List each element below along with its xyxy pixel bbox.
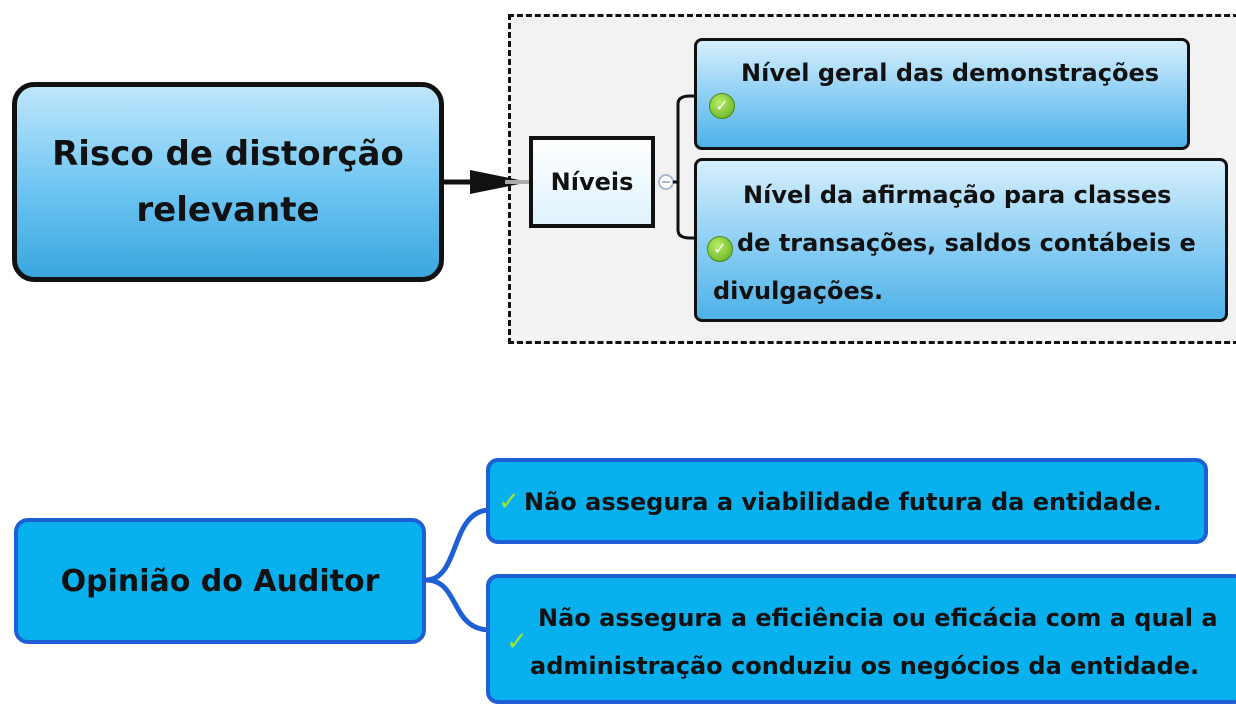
- main-node-opiniao[interactable]: Opinião do Auditor: [14, 518, 426, 644]
- checkmark-icon: ✓: [506, 627, 528, 657]
- level-node-afirmacao[interactable]: ✓ Nível da afirmação para classes de tra…: [694, 158, 1228, 322]
- connector-lower: [425, 577, 491, 633]
- level-afirmacao-line3: divulgações.: [713, 277, 884, 305]
- check-circle-icon: ✓: [707, 228, 733, 268]
- opiniao-item-viabilidade-text: Não assegura a viabilidade futura da ent…: [524, 488, 1162, 516]
- main-node-risco[interactable]: Risco de distorção relevante: [12, 82, 444, 282]
- opiniao-item-viabilidade[interactable]: ✓Não assegura a viabilidade futura da en…: [486, 458, 1208, 544]
- main-node-line2: relevante: [136, 190, 320, 230]
- opiniao-item-eficiencia[interactable]: ✓ Não assegura a eficiência ou eficácia …: [486, 574, 1236, 704]
- check-circle-icon: ✓: [709, 85, 735, 125]
- level-geral-text: Nível geral das demonstrações: [741, 59, 1160, 87]
- niveis-node[interactable]: Níveis: [529, 136, 655, 228]
- level-afirmacao-line2: de transações, saldos contábeis e: [737, 229, 1196, 257]
- checkmark-icon: ✓: [498, 487, 520, 517]
- niveis-label: Níveis: [550, 168, 634, 196]
- connector-upper: [425, 507, 491, 583]
- main-node-line1: Risco de distorção: [52, 134, 404, 174]
- level-afirmacao-line1: Nível da afirmação para classes: [743, 181, 1172, 209]
- opiniao-label: Opinião do Auditor: [60, 563, 380, 599]
- level-node-geral[interactable]: ✓ Nível geral das demonstrações: [694, 38, 1190, 150]
- opiniao-item-eficiencia-line2: administração conduziu os negócios da en…: [530, 652, 1200, 680]
- opiniao-item-eficiencia-line1: Não assegura a eficiência ou eficácia co…: [538, 604, 1218, 632]
- arrow-head: [470, 170, 529, 194]
